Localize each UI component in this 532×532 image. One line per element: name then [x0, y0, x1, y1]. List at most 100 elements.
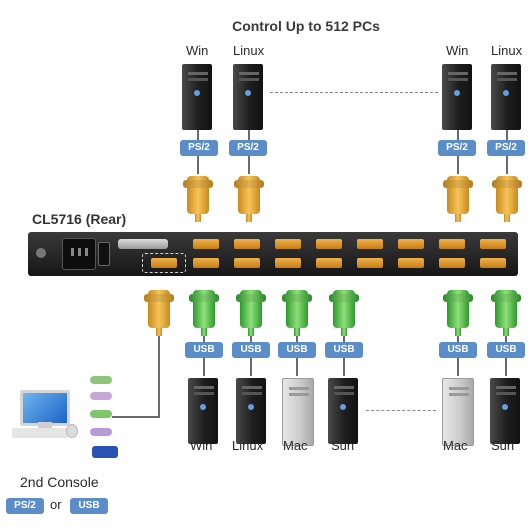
- top-computer-tower-2: [233, 64, 263, 130]
- ps2-connector-console: [148, 290, 170, 336]
- usb-plug-icon: [90, 410, 112, 418]
- bottom-os-label-2: Linux: [232, 438, 264, 453]
- vga-plug-icon: [92, 446, 118, 458]
- top-computer-tower-1: [182, 64, 212, 130]
- console-or-text: or: [50, 497, 62, 512]
- console-monitor-icon: [20, 390, 70, 426]
- console-port-highlight: [142, 253, 186, 273]
- ground-screw-icon: [36, 248, 46, 258]
- top-line-5: [197, 156, 199, 174]
- bottom-os-label-4: Sun: [331, 438, 355, 453]
- console-option-ps2: PS/2: [6, 498, 44, 514]
- bottom-badge-1: USB: [185, 342, 223, 358]
- kvm-port-icon: [480, 258, 506, 268]
- bottom-badge-4: USB: [325, 342, 363, 358]
- console-port-icon: [151, 258, 177, 268]
- ps2-connector-top-4: [496, 176, 518, 222]
- bottom-computer-tower-6: [490, 378, 520, 444]
- bottom-ellipsis-link: [366, 410, 436, 411]
- kvm-port-icon: [234, 258, 260, 268]
- kvm-port-icon: [275, 258, 301, 268]
- ps2-connector-top-3: [447, 176, 469, 222]
- bottom-line: [203, 358, 205, 376]
- kvm-port-icon: [275, 239, 301, 249]
- top-ellipsis-link: [270, 92, 438, 93]
- kvm-port-icon: [193, 239, 219, 249]
- bottom-line: [457, 358, 459, 376]
- kvm-port-icon: [234, 239, 260, 249]
- bottom-line: [505, 358, 507, 376]
- top-badge-3: PS/2: [438, 140, 476, 156]
- kvm-port-icon: [357, 258, 383, 268]
- top-line-1: [197, 130, 199, 140]
- bottom-line: [343, 336, 345, 342]
- usb-connector-3: [286, 290, 308, 336]
- console-option-usb: USB: [70, 498, 108, 514]
- console-cable-line: [158, 336, 160, 418]
- bottom-line: [505, 336, 507, 342]
- ps2-plug-icon: [90, 392, 112, 400]
- kvm-port-icon: [316, 239, 342, 249]
- top-line-2: [248, 130, 250, 140]
- ps2-plug-icon: [90, 376, 112, 384]
- bottom-line: [250, 336, 252, 342]
- top-computer-tower-4: [491, 64, 521, 130]
- usb-connector-6: [495, 290, 517, 336]
- top-os-label-1: Win: [186, 43, 209, 58]
- bottom-os-label-6: Sun: [491, 438, 515, 453]
- power-switch-icon: [98, 242, 110, 266]
- top-line-8: [506, 156, 508, 174]
- bottom-computer-tower-1: [188, 378, 218, 444]
- kvm-port-icon: [398, 239, 424, 249]
- console-label: 2nd Console: [20, 474, 99, 490]
- bottom-os-label-1: Win: [190, 438, 213, 453]
- top-os-label-3: Win: [446, 43, 469, 58]
- top-badge-1: PS/2: [180, 140, 218, 156]
- bottom-line: [296, 358, 298, 376]
- top-line-7: [457, 156, 459, 174]
- usb-connector-2: [240, 290, 262, 336]
- top-badge-4: PS/2: [487, 140, 525, 156]
- kvm-switch-rear-panel: [28, 232, 518, 276]
- usb-plug-icon: [90, 428, 112, 436]
- kvm-port-icon: [316, 258, 342, 268]
- mouse-icon: [66, 424, 78, 438]
- top-line-4: [506, 130, 508, 140]
- ps2-connector-top-1: [187, 176, 209, 222]
- usb-connector-4: [333, 290, 355, 336]
- bottom-line: [296, 336, 298, 342]
- ps2-connector-top-2: [238, 176, 260, 222]
- power-socket-icon: [62, 238, 96, 270]
- bottom-os-label-5: Mac: [443, 438, 468, 453]
- monitor-stand-icon: [38, 422, 52, 428]
- bottom-line: [250, 358, 252, 376]
- kvm-port-icon: [439, 239, 465, 249]
- db25-port-icon: [118, 239, 168, 249]
- kvm-port-icon: [439, 258, 465, 268]
- bottom-badge-5: USB: [439, 342, 477, 358]
- top-os-label-2: Linux: [233, 43, 265, 58]
- usb-connector-5: [447, 290, 469, 336]
- bottom-computer-tower-2: [236, 378, 266, 444]
- keyboard-icon: [12, 428, 68, 438]
- kvm-port-icon: [398, 258, 424, 268]
- device-label: CL5716 (Rear): [32, 211, 127, 227]
- bottom-line: [203, 336, 205, 342]
- usb-connector-1: [193, 290, 215, 336]
- kvm-port-icon: [357, 239, 383, 249]
- diagram-title: Control Up to 512 PCs: [232, 18, 380, 34]
- top-line-6: [248, 156, 250, 174]
- console-cable-line: [112, 416, 160, 418]
- bottom-badge-3: USB: [278, 342, 316, 358]
- bottom-computer-tower-4: [328, 378, 358, 444]
- kvm-port-icon: [193, 258, 219, 268]
- top-badge-2: PS/2: [229, 140, 267, 156]
- kvm-port-icon: [480, 239, 506, 249]
- bottom-computer-tower-5: [442, 378, 474, 446]
- bottom-computer-tower-3: [282, 378, 314, 446]
- top-line-3: [457, 130, 459, 140]
- top-os-label-4: Linux: [491, 43, 523, 58]
- bottom-badge-2: USB: [232, 342, 270, 358]
- bottom-line: [457, 336, 459, 342]
- bottom-line: [343, 358, 345, 376]
